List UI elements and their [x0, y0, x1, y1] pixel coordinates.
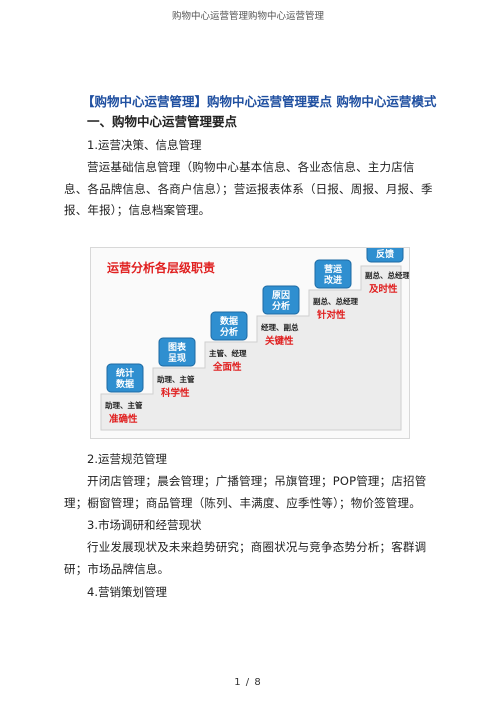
step-4-quality: 关键性	[265, 335, 294, 347]
step-6-label-line-2: 反馈	[376, 248, 394, 260]
step-1-role: 助理、主管	[105, 400, 143, 410]
step-1-label-line-2: 数据	[116, 378, 134, 390]
step-1-quality: 准确性	[109, 413, 138, 425]
step-5-quality: 针对性	[317, 309, 346, 321]
step-4-box	[262, 285, 300, 315]
figure-title: 运营分析各层级职责	[107, 260, 215, 275]
step-5-label-line-1: 营运	[324, 263, 343, 275]
staircase-diagram: 统计数据助理、主管准确性图表呈现助理、主管科学性数据分析主管、经理全面性原因分析…	[100, 233, 410, 431]
step-2-label-line-2: 呈现	[168, 353, 186, 364]
running-header: 购物中心运营管理购物中心运营管理	[171, 11, 324, 22]
step-2-quality: 科学性	[161, 387, 190, 399]
stair-steps: 统计数据助理、主管准确性图表呈现助理、主管科学性数据分析主管、经理全面性原因分析…	[105, 233, 410, 425]
step-6-quality: 及时性	[369, 283, 398, 295]
item-3-body-text: 行业发展现状及未来趋势研究；商圈状况与竞争态势分析；客群调研；市场品牌信息。	[64, 540, 427, 576]
responsibility-staircase-figure: 统计数据助理、主管准确性图表呈现助理、主管科学性数据分析主管、经理全面性原因分析…	[90, 233, 410, 439]
item-3-body: 行业发展现状及未来趋势研究；商圈状况与竞争态势分析；客群调研；市场品牌信息。	[64, 537, 434, 580]
step-6-label-line-1: 信息	[376, 248, 394, 249]
item-2-body-text: 开闭店管理；晨会管理；广播管理；吊旗管理；POP管理；店招管理；橱窗管理；商品管…	[64, 474, 427, 510]
item-1-body-text: 营运基础信息管理（购物中心基本信息、各业态信息、主力店信息、各品牌信息、各商户信…	[64, 160, 433, 217]
step-1-box	[106, 363, 144, 393]
step-2-box	[158, 337, 196, 367]
stair-shape	[100, 265, 402, 431]
step-5-label-line-2: 改进	[324, 274, 342, 286]
step-3-label-line-2: 分析	[220, 326, 238, 338]
section-heading: 一、购物中心运营管理要点	[87, 114, 238, 129]
step-6-role: 副总、总经理	[365, 270, 409, 280]
step-4-label-line-1: 原因	[272, 290, 290, 301]
item-2-heading: 2.运营规范管理	[87, 452, 167, 466]
item-1-body: 营运基础信息管理（购物中心基本信息、各业态信息、主力店信息、各品牌信息、各商户信…	[64, 157, 434, 222]
step-3-quality: 全面性	[212, 361, 242, 373]
step-2-role: 助理、主管	[157, 374, 195, 384]
item-3-heading: 3.市场调研和经营现状	[87, 518, 202, 532]
step-3-label-line-1: 数据	[220, 315, 238, 327]
step-4-role: 经理、副总	[261, 322, 299, 332]
step-5-role: 副总、总经理	[313, 296, 358, 306]
step-1-label-line-1: 统计	[116, 367, 134, 379]
step-3-box	[210, 311, 248, 341]
step-4-label-line-2: 分析	[272, 300, 290, 312]
step-5-box	[314, 259, 352, 289]
item-4-heading: 4.营销策划管理	[87, 585, 167, 599]
page-number: 1 / 8	[234, 677, 262, 688]
step-3-role: 主管、经理	[209, 348, 247, 358]
item-2-body: 开闭店管理；晨会管理；广播管理；吊旗管理；POP管理；店招管理；橱窗管理；商品管…	[64, 471, 434, 514]
step-2-label-line-1: 图表	[168, 341, 187, 353]
item-1-heading: 1.运营决策、信息管理	[87, 138, 202, 152]
document-title: 【购物中心运营管理】购物中心运营管理要点 购物中心运营模式	[82, 94, 437, 109]
